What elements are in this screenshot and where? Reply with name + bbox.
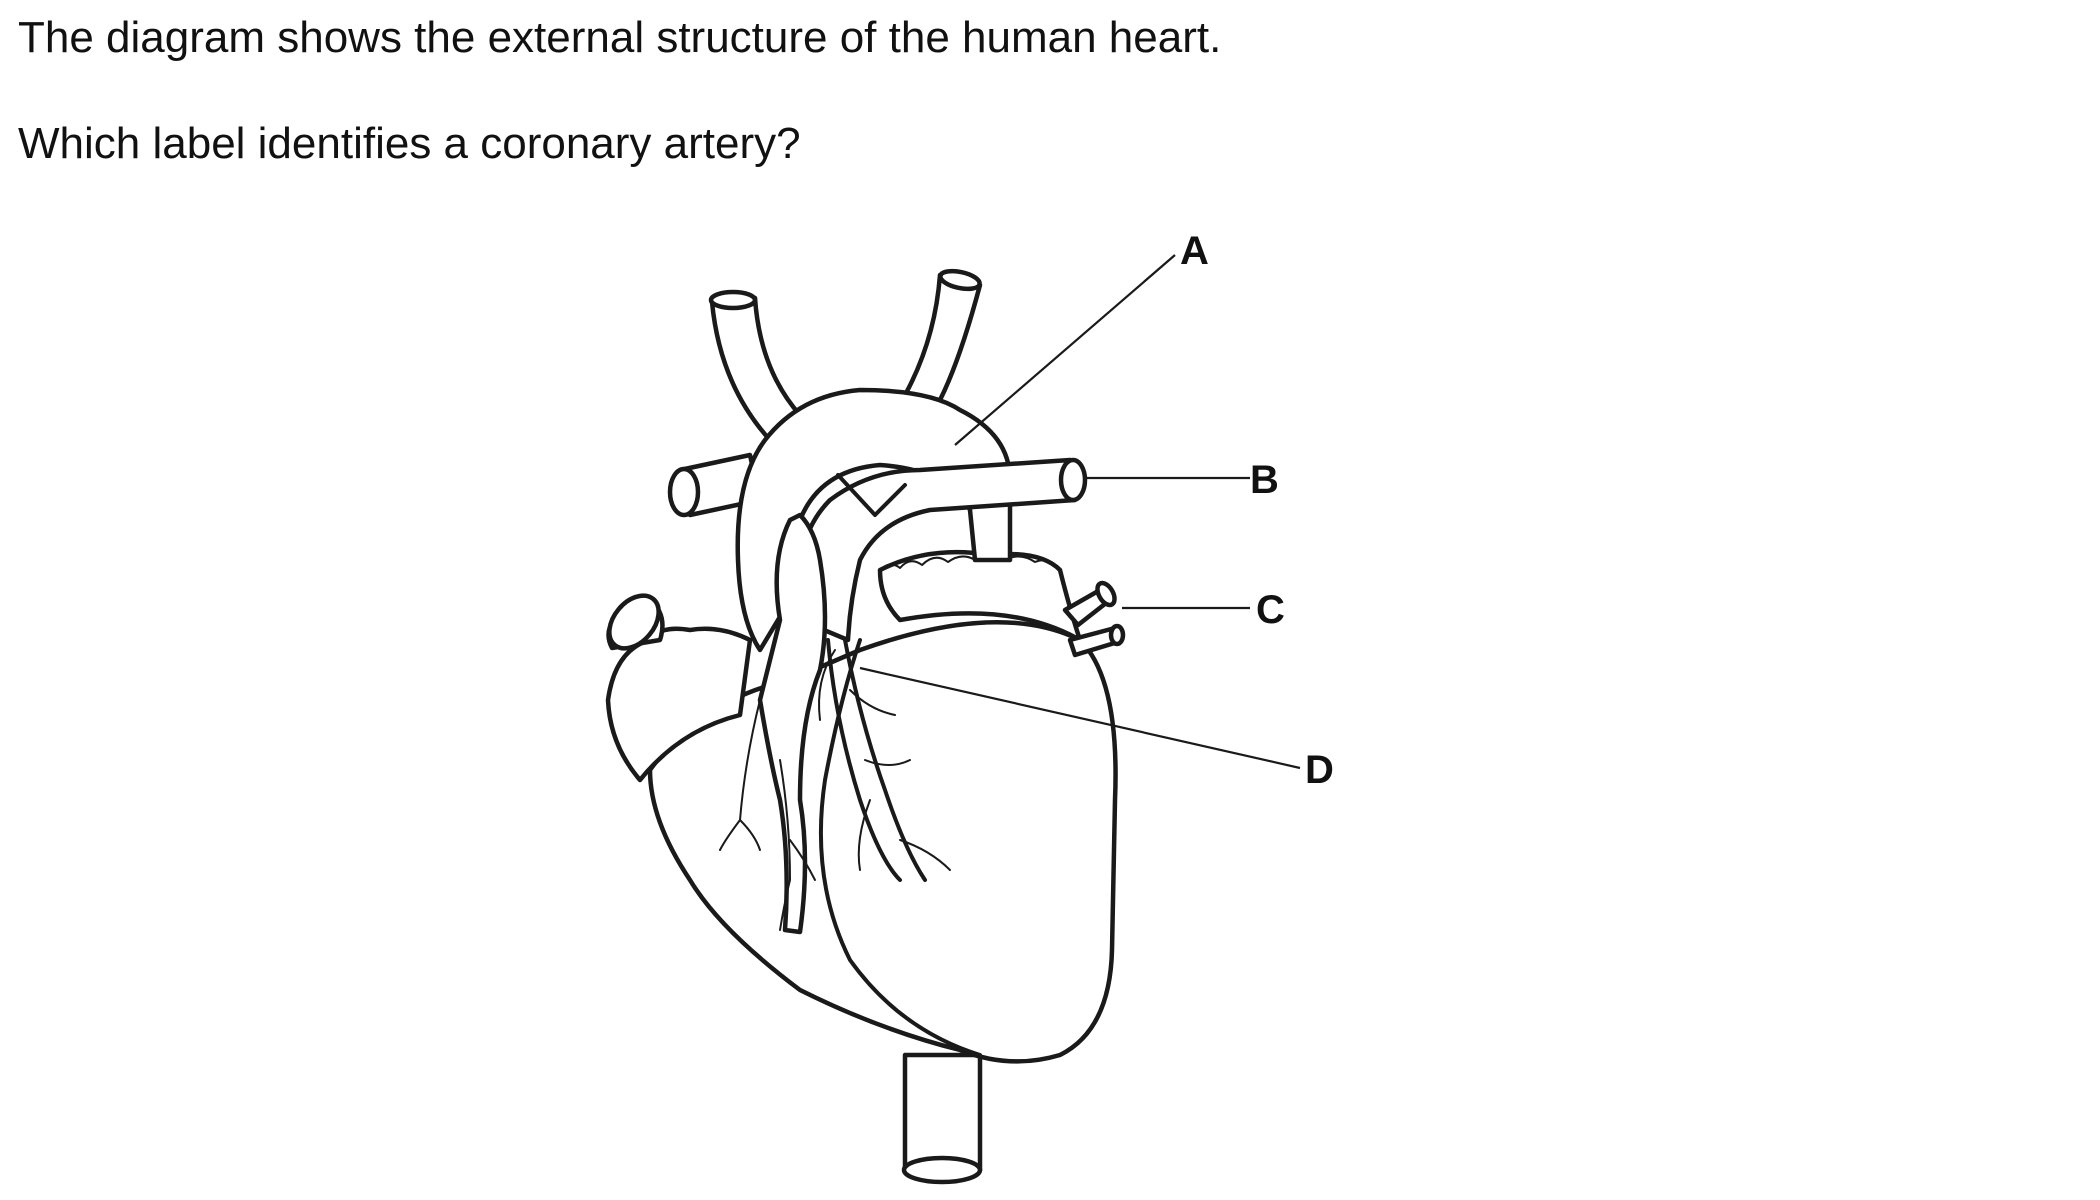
aorta	[708, 268, 1013, 653]
question-prompt: Which label identifies a coronary artery…	[18, 119, 801, 168]
label-a: A	[1180, 229, 1209, 273]
label-c: C	[1256, 588, 1285, 632]
label-d: D	[1305, 748, 1334, 792]
leader-lines	[859, 254, 1301, 770]
inferior-vena-cava	[901, 1052, 983, 1185]
label-b: B	[1250, 458, 1279, 502]
aortic-trunk	[757, 512, 828, 935]
coronary-artery	[818, 638, 951, 882]
leader-line-d	[859, 666, 1301, 770]
cardiac-vessels-left	[719, 699, 816, 931]
pulmonary-veins	[1062, 580, 1126, 658]
question-stem: The diagram shows the external structure…	[18, 13, 1222, 62]
right-atrium	[605, 593, 753, 783]
leader-line-a	[954, 254, 1176, 446]
